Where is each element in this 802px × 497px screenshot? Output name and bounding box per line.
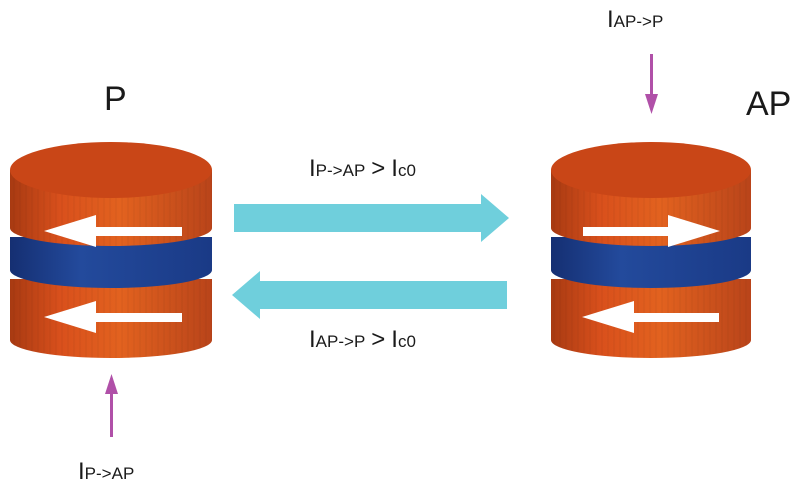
switch-to-p-arrow bbox=[232, 271, 507, 319]
reverse-critical-subscript: c0 bbox=[397, 332, 416, 351]
ap-top-cap bbox=[551, 142, 751, 198]
ap-device bbox=[551, 142, 751, 358]
reverse-critical-symbol: I bbox=[391, 326, 398, 353]
top-current-subscript: AP->P bbox=[613, 12, 664, 31]
p-tunnel-barrier bbox=[10, 237, 212, 288]
forward-current-subscript: P->AP bbox=[315, 161, 366, 180]
reverse-operator: > bbox=[371, 326, 386, 353]
reverse-current-symbol: I bbox=[309, 326, 316, 353]
top-current-symbol: I bbox=[607, 6, 614, 33]
switch-to-ap-arrow bbox=[234, 194, 509, 242]
p-device bbox=[10, 142, 212, 358]
forward-operator: > bbox=[371, 155, 386, 182]
forward-critical-symbol: I bbox=[391, 155, 398, 182]
reverse-threshold-label: IAP->P>Ic0 bbox=[309, 328, 416, 352]
p-free-magnet-arrow-left bbox=[44, 215, 182, 247]
ap-tunnel-barrier bbox=[551, 237, 751, 288]
ap-state-label: AP bbox=[746, 85, 792, 123]
forward-current-symbol: I bbox=[309, 155, 316, 182]
bottom-current-label: IP->AP bbox=[78, 460, 134, 484]
current-arrow-bottom bbox=[105, 374, 118, 437]
forward-critical-subscript: c0 bbox=[397, 161, 416, 180]
reverse-current-subscript: AP->P bbox=[315, 332, 366, 351]
p-top-cap bbox=[10, 142, 212, 198]
ap-fixed-magnet-arrow-left bbox=[582, 301, 719, 333]
bottom-current-symbol: I bbox=[78, 458, 85, 485]
forward-threshold-label: IP->AP>Ic0 bbox=[309, 157, 416, 181]
p-state-label: P bbox=[104, 80, 127, 118]
ap-free-magnet-arrow-right bbox=[583, 215, 720, 247]
p-fixed-magnet-arrow-left bbox=[44, 301, 182, 333]
top-current-label: IAP->P bbox=[607, 8, 663, 32]
bottom-current-subscript: P->AP bbox=[84, 464, 135, 483]
current-arrow-top bbox=[645, 54, 658, 114]
